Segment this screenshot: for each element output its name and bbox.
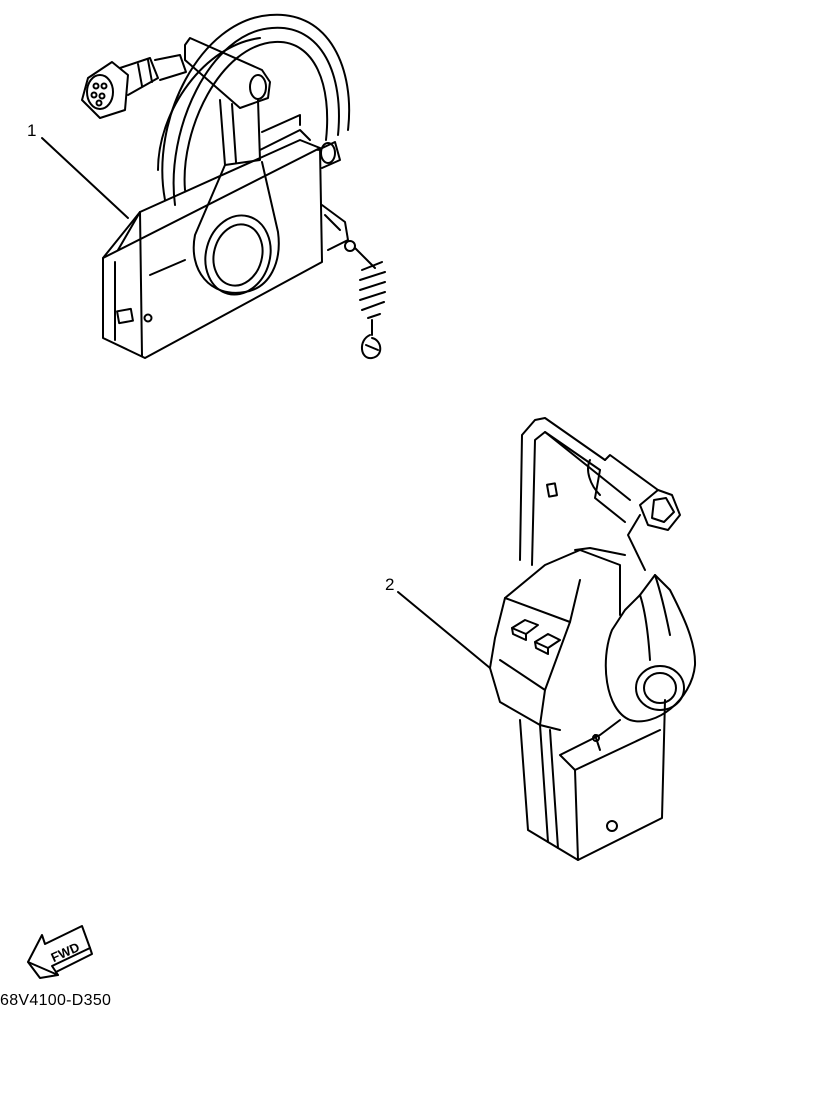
cable-fitting [317,141,349,251]
binnacle-handle-frame [519,417,681,571]
callout-number-2: 2 [385,575,395,594]
fwd-arrow-icon: FWD [27,925,93,979]
neutral-throttle-buttons [511,619,561,655]
part-2-binnacle-control [489,417,697,861]
callout-number-1: 1 [27,121,37,140]
control-box-housing [102,114,323,359]
control-cable-loop [157,13,351,206]
binnacle-base [519,699,666,861]
lanyard-cord [344,240,386,360]
leader-line-1 [41,137,129,219]
control-lever [184,37,280,296]
harness-connector [81,54,187,119]
binnacle-lever [604,574,697,723]
diagram-part-code: 68V4100-D350 [0,992,112,1009]
leader-line-2 [397,591,491,669]
part-1-remote-control-box [81,13,386,360]
